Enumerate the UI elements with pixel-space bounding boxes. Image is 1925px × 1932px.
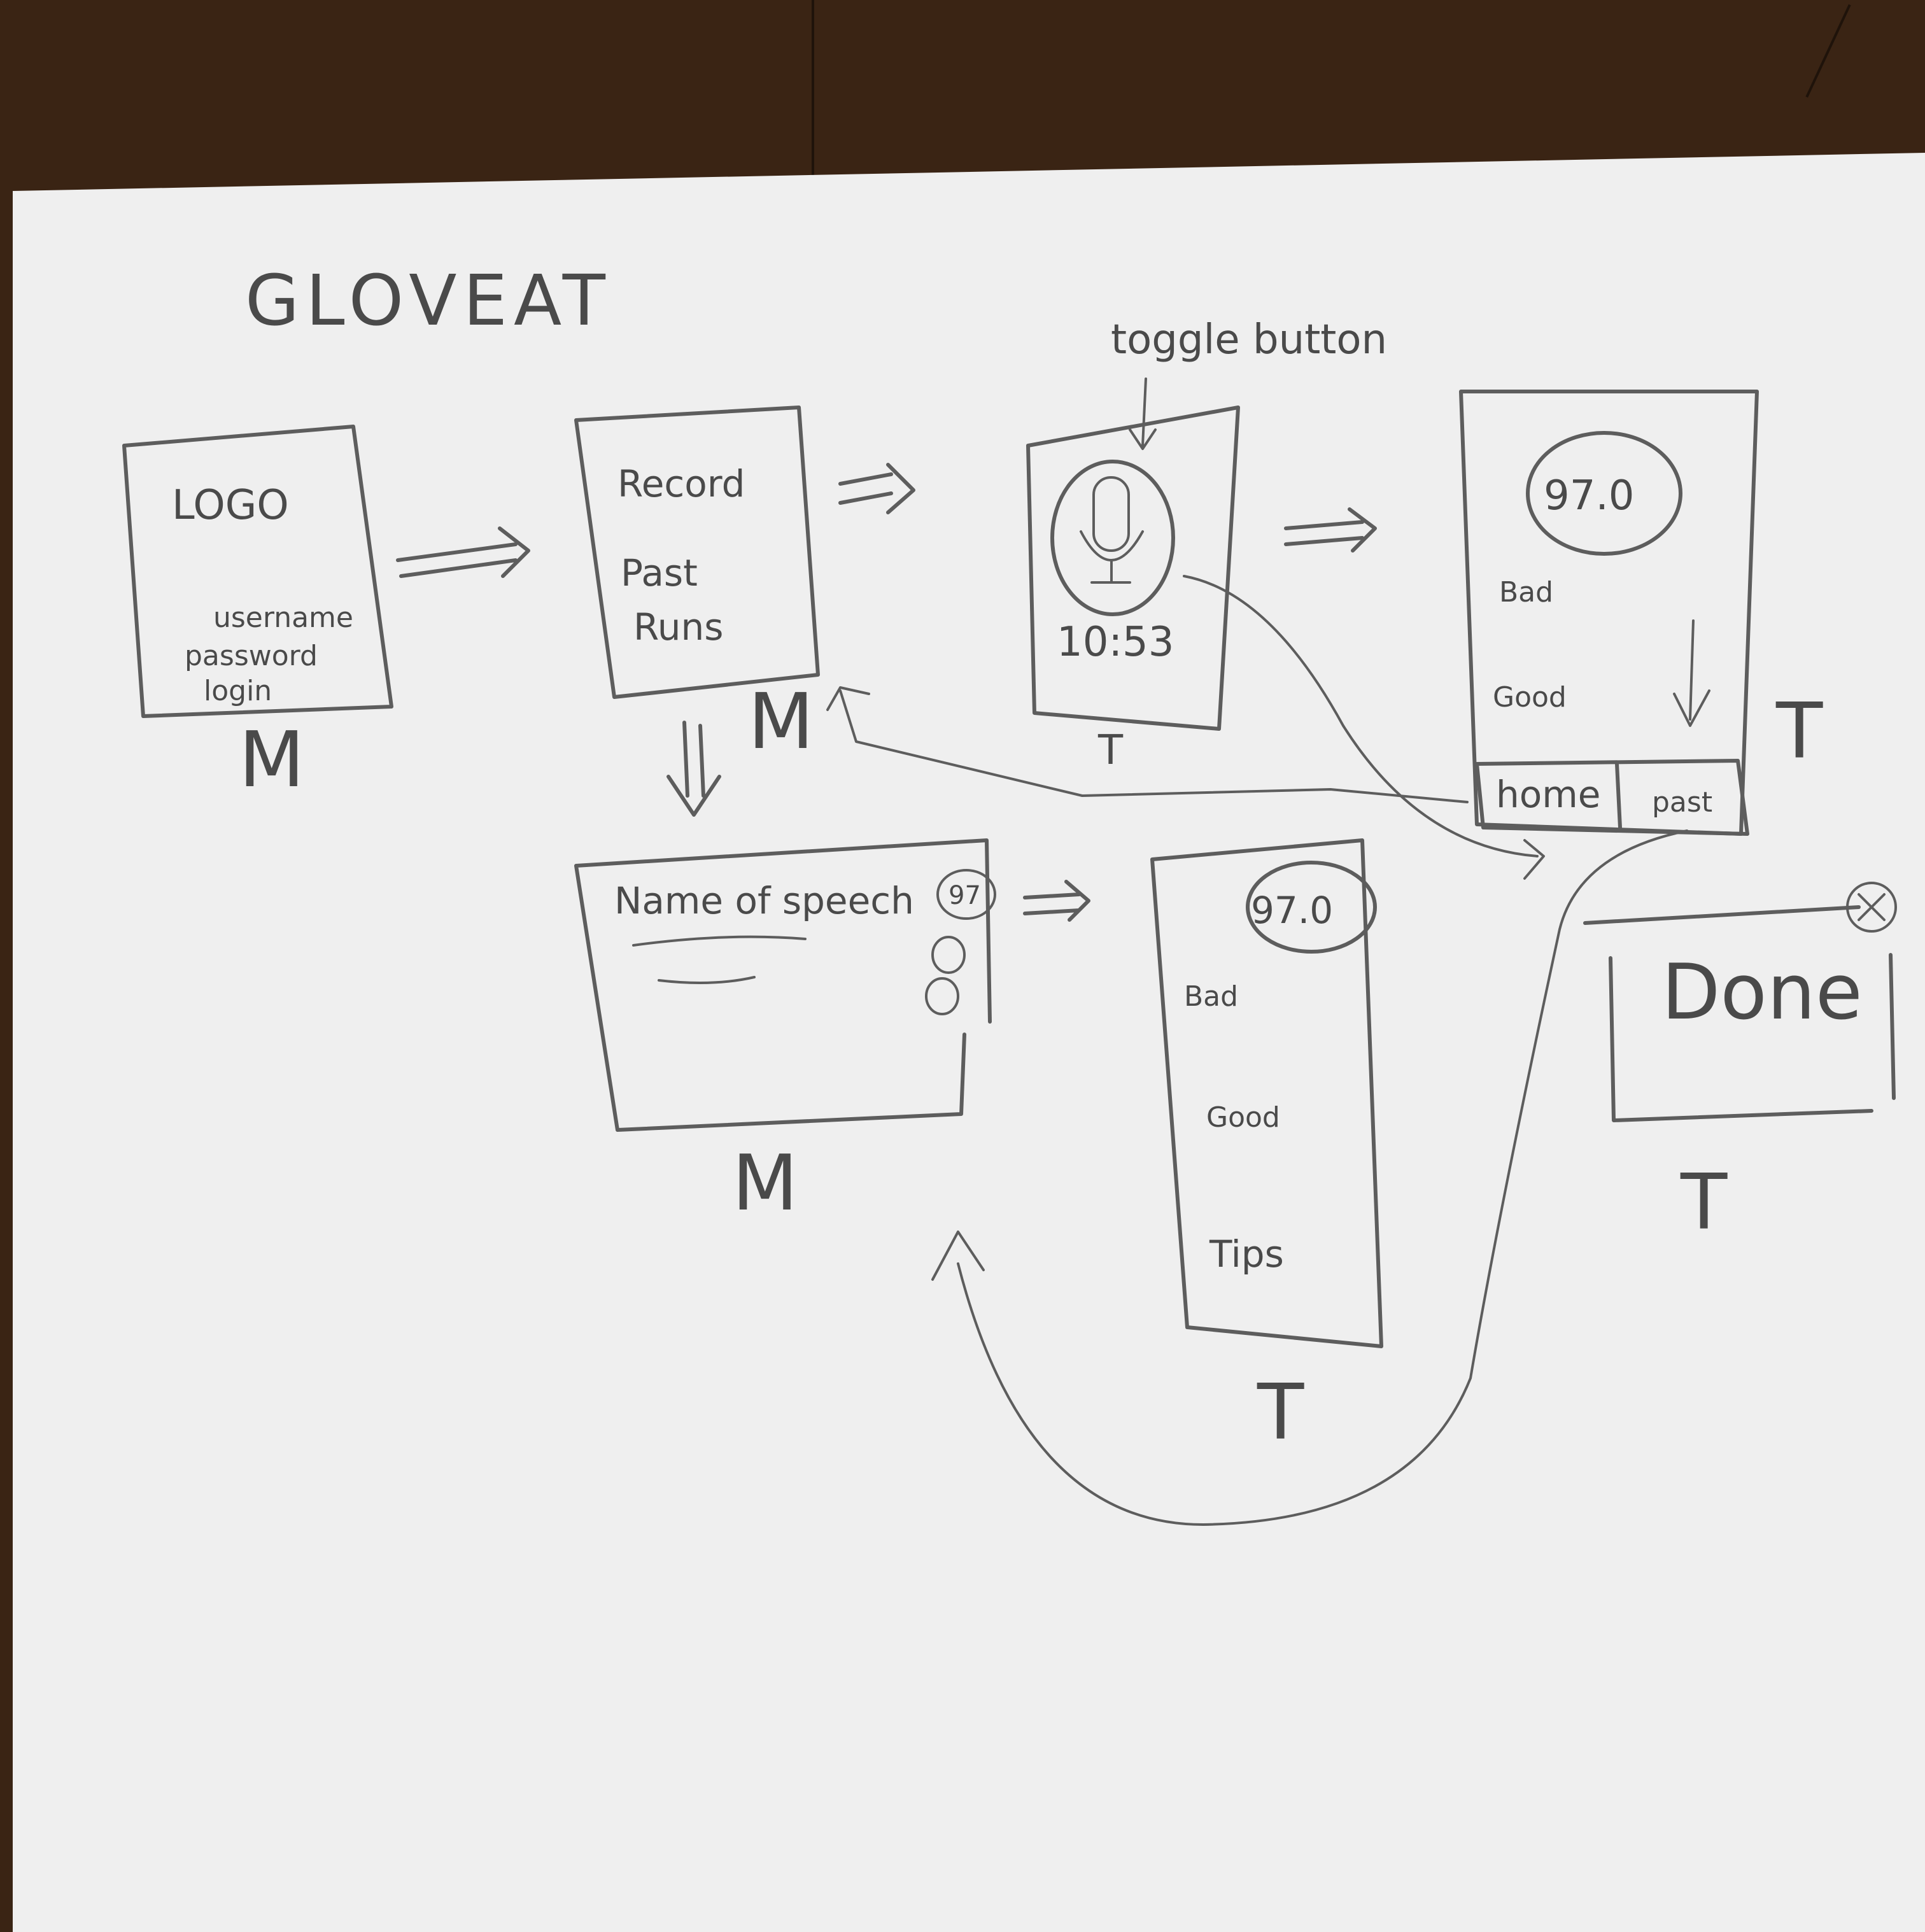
login-screen-tag: M (239, 716, 305, 805)
speech-score: 97 (948, 881, 981, 910)
past-runs-screen: Name of speech 97 (574, 838, 996, 1132)
menu-screen: Record Past Runs (574, 405, 820, 699)
run-detail-screen-tag: T (1257, 1369, 1304, 1457)
password-field[interactable]: password (185, 640, 318, 672)
past-runs-button-line1[interactable]: Past (621, 551, 698, 595)
login-screen: LOGO username password login (122, 425, 393, 718)
score-placeholder-icon (931, 936, 966, 974)
arrow-past-to-past-runs (931, 829, 1688, 1526)
detail-bad-label: Bad (1184, 980, 1238, 1013)
recording-timer: 10:53 (1057, 619, 1174, 666)
arrow-menu-to-recorder (838, 463, 915, 514)
detail-good-label: Good (1206, 1101, 1280, 1134)
results-score: 97.0 (1544, 472, 1635, 519)
arrow-home-to-menu (826, 686, 1469, 803)
logo-text: LOGO (172, 482, 289, 529)
detail-tips-label: Tips (1209, 1232, 1284, 1276)
table-seam (812, 0, 814, 191)
results-screen: 97.0 Bad Good home past (1459, 390, 1759, 836)
recorder-screen-tag: T (1097, 727, 1124, 774)
score-circle (1526, 431, 1682, 556)
annotation-arrow (1129, 377, 1157, 450)
past-tab[interactable]: past (1652, 786, 1712, 819)
menu-screen-tag: M (748, 678, 814, 766)
speech-name[interactable]: Name of speech (614, 879, 914, 922)
done-label: Done (1661, 948, 1863, 1037)
run-detail-screen: 97.0 Bad Good Tips (1150, 838, 1383, 1348)
record-button[interactable]: Record (617, 462, 745, 505)
toggle-button-annotation: toggle button (1111, 316, 1387, 363)
sketch-paper (13, 153, 1925, 1932)
username-field[interactable]: username (213, 602, 353, 634)
recorder-screen: 10:53 (1026, 405, 1240, 731)
arrow-recorder-to-done (1183, 575, 1545, 880)
placeholder-text-lines (632, 935, 807, 984)
done-popup: Done (1583, 882, 1897, 1122)
results-screen-tag: T (1775, 687, 1823, 776)
done-popup-tag: T (1680, 1159, 1728, 1247)
results-bad-label: Bad (1499, 576, 1553, 609)
close-button[interactable] (1846, 882, 1897, 933)
arrow-login-to-menu (396, 526, 530, 578)
scroll-down-arrow (1673, 619, 1710, 727)
speech-score-badge (936, 869, 996, 920)
arrow-past-runs-to-detail (1023, 880, 1090, 922)
detail-score-circle (1246, 861, 1377, 954)
mic-toggle-button[interactable] (1050, 460, 1175, 616)
detail-score: 97.0 (1251, 889, 1333, 932)
login-button[interactable]: login (204, 675, 272, 707)
results-good-label: Good (1493, 681, 1567, 714)
results-bottom-nav (1475, 759, 1749, 836)
score-placeholder-icon (925, 977, 959, 1015)
app-title: GLOVEAT (245, 260, 612, 341)
close-icon (1858, 893, 1886, 921)
arrow-recorder-to-results (1284, 507, 1377, 553)
microphone-icon (1080, 476, 1144, 584)
arrow-menu-to-past-runs (666, 721, 721, 817)
past-runs-button-line2[interactable]: Runs (633, 605, 723, 649)
past-runs-screen-tag: M (732, 1139, 798, 1228)
home-tab[interactable]: home (1496, 773, 1600, 816)
